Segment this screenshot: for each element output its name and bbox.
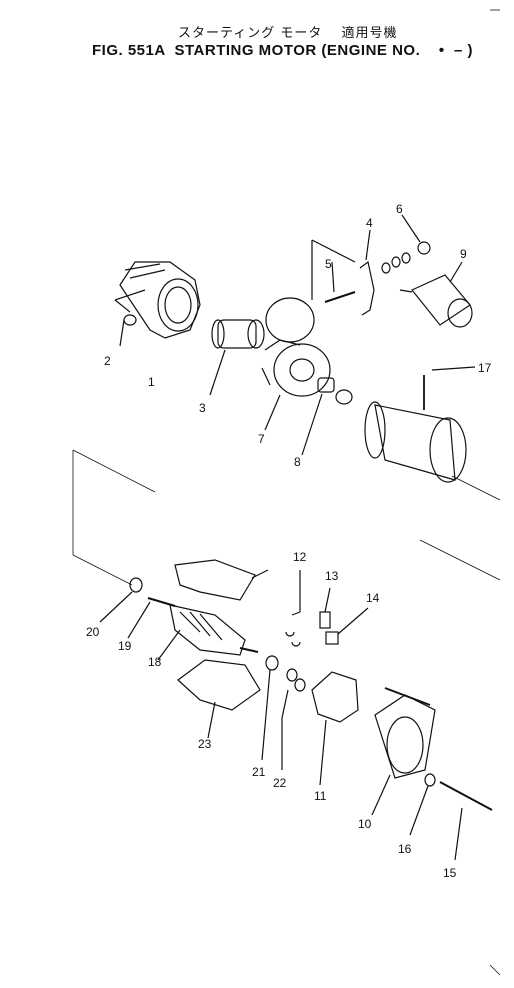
part-22-washers: [281, 668, 306, 770]
part-16-washer: [409, 773, 436, 836]
part-4-shift-lever: [311, 229, 375, 316]
part-8-bushing: [301, 377, 353, 456]
corner-mark-bottom: [489, 964, 501, 976]
figure-title: FIG. 551A STARTING MOTOR (ENGINE NO. • –…: [92, 42, 474, 59]
part-1-drive-housing: [114, 261, 201, 339]
part-17-screw: [423, 366, 476, 410]
part-14-brush: [325, 607, 369, 645]
callout-3: 3: [199, 401, 206, 415]
part-9-magnetic-switch: [399, 261, 473, 328]
assembly-guide-lines: [72, 449, 501, 586]
part-3-pinion-clutch: [209, 319, 265, 396]
japanese-title: スターティング モータ 適用号機: [178, 26, 398, 41]
part-10-rear-cover: [371, 687, 436, 816]
part-13-brush: [319, 587, 331, 629]
callout-7: 7: [258, 432, 265, 446]
callout-2: 2: [104, 354, 111, 368]
part-6-washers: [381, 214, 431, 274]
callout-10: 10: [358, 817, 372, 831]
callout-4: 4: [366, 216, 373, 230]
callout-20: 20: [86, 625, 100, 639]
callout-14: 14: [366, 591, 380, 605]
part-20-washer: [99, 577, 143, 623]
callout-17: 17: [478, 361, 492, 375]
callout-18: 18: [148, 655, 162, 669]
callout-13: 13: [325, 569, 339, 583]
part-field-coil-upper: [174, 559, 269, 601]
callout-19: 19: [118, 639, 132, 653]
callout-23: 23: [198, 737, 212, 751]
part-5-bolt: [324, 261, 356, 303]
part-7-center-housing: [261, 297, 331, 431]
part-19-bearing: [127, 597, 176, 639]
callout-8: 8: [294, 455, 301, 469]
part-18-armature: [157, 604, 259, 661]
yoke-field-housing: [364, 401, 467, 483]
part-15-through-bolt: [439, 781, 493, 861]
callout-22: 22: [273, 776, 287, 790]
callout-6: 6: [396, 202, 403, 216]
part-23-field-coil: [177, 659, 261, 739]
part-2-bushing: [119, 314, 137, 347]
callout-11: 11: [314, 789, 327, 803]
callout-12: 12: [293, 550, 307, 564]
callout-15: 15: [443, 866, 457, 880]
part-21-washer: [261, 655, 279, 761]
callout-labels: 1 2 3 4 5 6 7 8 9 10 11 12 13 14 15 16 1…: [86, 202, 492, 880]
callout-1: 1: [148, 375, 155, 389]
callout-21: 21: [252, 765, 266, 779]
callout-16: 16: [398, 842, 412, 856]
callout-5: 5: [325, 257, 332, 271]
part-12-brush-spring: [285, 570, 301, 647]
callout-9: 9: [460, 247, 467, 261]
part-11-brush-holder: [311, 671, 359, 786]
